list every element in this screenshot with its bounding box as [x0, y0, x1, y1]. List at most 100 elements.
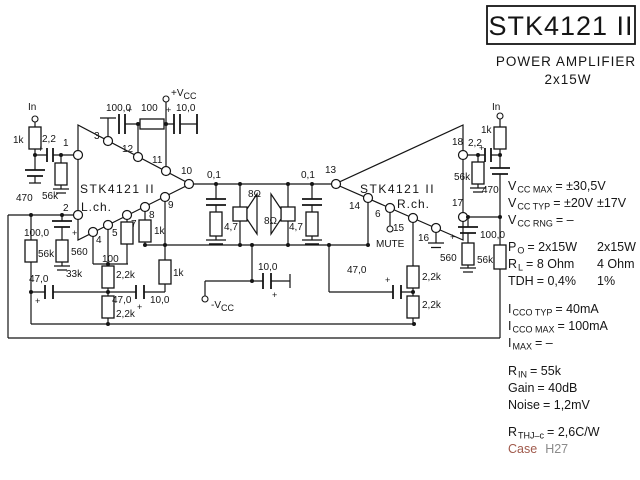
label-2k2-right1: 2,2k: [422, 272, 442, 283]
plus-sign: +: [137, 302, 142, 312]
pin-number-4: 4: [96, 235, 102, 246]
part-number-title: STK4121 II: [488, 11, 633, 41]
label-10u-mid: 10,0: [258, 262, 278, 273]
speaker-right-magnet: [280, 206, 296, 222]
resistor-56k-left-2: [24, 239, 38, 263]
input-label-left: In: [28, 102, 36, 113]
plus-sign: +: [127, 105, 132, 115]
pin-circle-13: [330, 178, 342, 190]
resistor-1k-left-1: [138, 219, 152, 243]
spec-row: RTHJ–c= 2,6C/W: [508, 425, 600, 441]
input-label-right: In: [492, 102, 500, 113]
pin-number-6: 6: [375, 209, 381, 220]
channel-label-right: R.ch.: [397, 197, 430, 211]
resistor-2k2-left-2: [101, 295, 115, 319]
pin-circle-11: [160, 165, 172, 177]
plus-sign: +: [385, 275, 390, 285]
vcc-plus-label: +VCC: [171, 88, 197, 101]
resistor-1k-left-2: [158, 259, 172, 285]
label-2u2-right: 2,2: [468, 138, 482, 149]
pin-number-2: 2: [63, 203, 69, 214]
resistor-56k-right-2: [493, 244, 507, 270]
pin-circle-9: [159, 191, 171, 203]
wires-neg-supply: [204, 245, 291, 296]
plus-sign: +: [479, 143, 484, 153]
pin-circle-5: [102, 219, 114, 231]
spec-row: RIN= 55k: [508, 364, 562, 380]
label-10u-top: 10,0: [176, 103, 196, 114]
label-2k2-right2: 2,2k: [422, 300, 442, 311]
pin-circle-10: [183, 178, 195, 190]
pin-number-15: 15: [393, 223, 405, 234]
wires-right-feedback: [328, 202, 444, 324]
spec-row: ICCO TYP= 40mA: [508, 302, 599, 318]
label-0u1-left: 0,1: [207, 170, 221, 181]
speaker-right-cone: [270, 192, 282, 236]
pin-number-12: 12: [122, 144, 134, 155]
label-56k-left: 56k: [42, 191, 59, 202]
pin-circle-8: [139, 201, 151, 213]
spec-row: VCC MAX= ±30,5V: [508, 179, 606, 195]
spec-row: Noise= 1,2mV: [508, 398, 591, 412]
pin-circle-16: [430, 222, 442, 234]
spec-table: VCC MAX= ±30,5V VCC TYP= ±20V ±17V VCC R…: [508, 179, 636, 456]
wires-right-pin17-network: [458, 174, 501, 338]
pin-number-16: 16: [418, 233, 430, 244]
spec-row: RL= 8 Ohm: [508, 257, 574, 273]
pin-circle-18: [457, 149, 469, 161]
subtitle: POWER AMPLIFIER: [496, 54, 636, 69]
resistor-2k2-left-1: [101, 265, 115, 289]
spec-row: ICCO MAX= 100mA: [508, 319, 609, 335]
spec-row: VCC RNG= –: [508, 213, 574, 229]
pin-number-1: 1: [63, 138, 69, 149]
label-4r7-left: 4,7: [224, 222, 238, 233]
plus-sign: +: [35, 296, 40, 306]
resistor-100-left: [120, 221, 134, 245]
resistor-56k-right-input: [471, 161, 485, 185]
label-470-right: 470: [482, 185, 499, 196]
label-8ohm-left: 8Ω: [248, 189, 262, 200]
pin-circles: [72, 135, 469, 238]
label-100u-left2: 100,0: [24, 228, 49, 239]
wires-left-input: [25, 122, 74, 194]
spec-row: Gain= 40dB: [508, 381, 577, 395]
vcc-minus-label: -VCC: [211, 300, 234, 313]
vcc-plus-terminal: [162, 95, 170, 103]
spec-row: IMAX= –: [508, 336, 553, 352]
pin-number-11: 11: [152, 155, 163, 166]
label-2k2-left2: 2,2k: [116, 309, 136, 320]
junction-dots: [29, 122, 502, 326]
ic-label-right: STK4121 II: [360, 182, 435, 196]
ic-label-left: STK4121 II: [80, 182, 155, 196]
pin-number-9: 9: [168, 200, 174, 211]
label-100-left: 100: [102, 254, 119, 265]
pin-circle-14: [362, 192, 374, 204]
resistor-1k-right-input: [493, 126, 507, 150]
vcc-minus-terminal: [201, 295, 209, 303]
label-100-top: 100: [141, 103, 158, 114]
label-33k: 33k: [66, 269, 83, 280]
resistor-560-left: [55, 239, 69, 263]
plus-sign: +: [38, 144, 43, 154]
pin-number-3: 3: [94, 131, 100, 142]
spec-row: VCC TYP= ±20V: [508, 196, 594, 212]
pin-circle-3: [102, 135, 114, 147]
spec-row-alt-value: ±17V: [597, 196, 627, 210]
title-box: [486, 5, 636, 45]
resistor-100-top: [139, 118, 165, 130]
right-amp-triangle: [333, 124, 464, 241]
pin-number-5: 5: [112, 228, 118, 239]
spec-row: PO= 2x15W: [508, 240, 577, 256]
pin-circle-4: [87, 226, 99, 238]
pin-number-18: 18: [452, 137, 464, 148]
speaker-left-cone: [246, 192, 258, 236]
channel-label-left: L.ch.: [81, 200, 112, 214]
pin-number-10: 10: [181, 166, 193, 177]
label-100u-right: 100,0: [480, 230, 505, 241]
pin-circle-12: [132, 151, 144, 163]
wires-output-rail: [145, 183, 368, 246]
pin-number-8: 8: [149, 210, 155, 221]
speaker-left-magnet: [232, 206, 248, 222]
plus-sign: +: [272, 290, 277, 300]
